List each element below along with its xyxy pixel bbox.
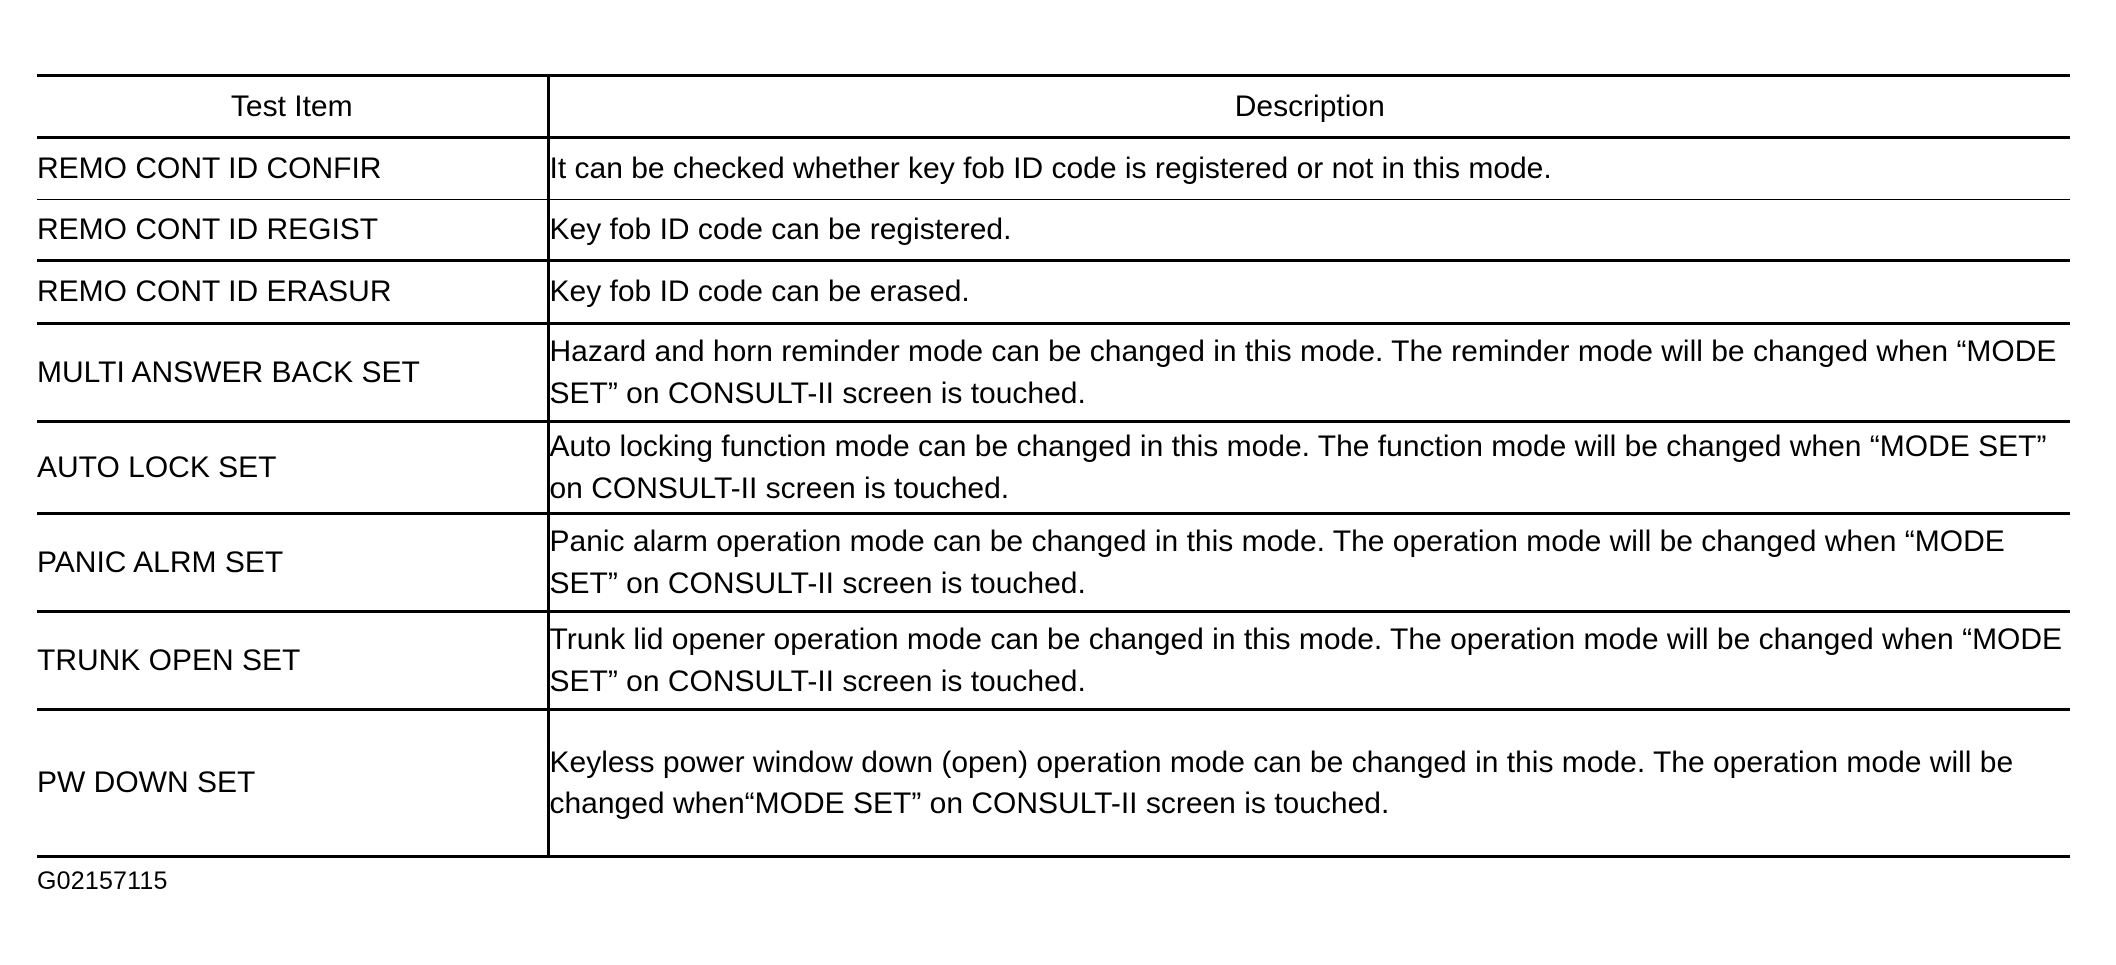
cell-description: Auto locking function mode can be change… — [548, 421, 2070, 515]
cell-test-item: MULTI ANSWER BACK SET — [37, 323, 550, 423]
cell-test-item: PW DOWN SET — [37, 709, 550, 858]
cell-test-item: AUTO LOCK SET — [37, 421, 550, 515]
cell-description: Keyless power window down (open) operati… — [548, 709, 2070, 858]
table-row: AUTO LOCK SET Auto locking function mode… — [37, 421, 2070, 515]
cell-test-item: REMO CONT ID REGIST — [37, 199, 550, 262]
cell-description: Key fob ID code can be erased. — [548, 260, 2070, 325]
cell-test-item: REMO CONT ID CONFIR — [37, 137, 550, 200]
cell-description: Trunk lid opener operation mode can be c… — [548, 611, 2070, 711]
cell-description: It can be checked whether key fob ID cod… — [548, 137, 2070, 200]
table-row: REMO CONT ID REGIST Key fob ID code can … — [37, 199, 2070, 262]
cell-description: Hazard and horn reminder mode can be cha… — [548, 323, 2070, 423]
table-row: MULTI ANSWER BACK SET Hazard and horn re… — [37, 323, 2070, 423]
table-row: TRUNK OPEN SET Trunk lid opener operatio… — [37, 611, 2070, 711]
figure-id-label: G02157115 — [37, 867, 168, 895]
cell-test-item: REMO CONT ID ERASUR — [37, 260, 550, 325]
cell-description: Panic alarm operation mode can be change… — [548, 513, 2070, 613]
table-row: PANIC ALRM SET Panic alarm operation mod… — [37, 513, 2070, 613]
test-item-description-table: Test Item Description REMO CONT ID CONFI… — [37, 74, 2070, 858]
table-header-row: Test Item Description — [37, 74, 2070, 139]
column-header-test-item: Test Item — [37, 74, 550, 139]
table-row: PW DOWN SET Keyless power window down (o… — [37, 709, 2070, 858]
table-row: REMO CONT ID ERASUR Key fob ID code can … — [37, 260, 2070, 325]
table-row: REMO CONT ID CONFIR It can be checked wh… — [37, 137, 2070, 200]
column-header-description: Description — [548, 74, 2070, 139]
cell-description: Key fob ID code can be registered. — [548, 199, 2070, 262]
cell-test-item: PANIC ALRM SET — [37, 513, 550, 613]
cell-test-item: TRUNK OPEN SET — [37, 611, 550, 711]
